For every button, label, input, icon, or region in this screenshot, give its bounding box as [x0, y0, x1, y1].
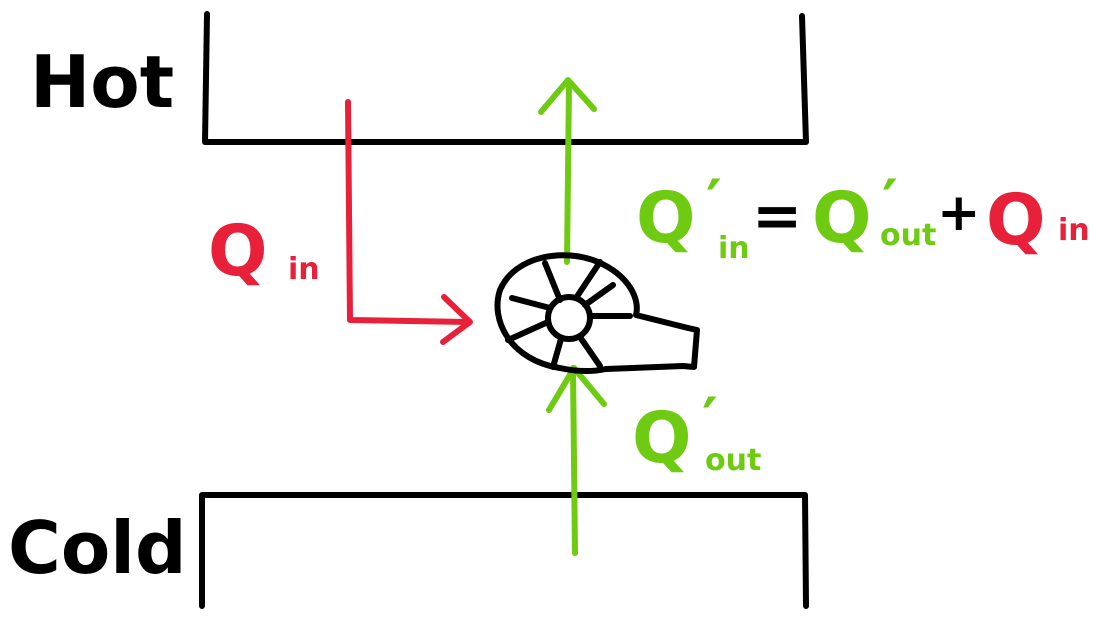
hot-label: Hot: [30, 40, 174, 124]
heat-out-to-hot-arrow: [538, 77, 597, 265]
equation-rhs1-subscript: out: [880, 218, 936, 253]
equation-rhs1-prime: ′: [882, 167, 898, 237]
energy-balance-equation: Q ′ in = Q ′ out + Q in: [636, 167, 1090, 266]
heat-in-arrow: [345, 99, 473, 345]
equation-equals: =: [752, 181, 802, 251]
equation-rhs1-symbol: Q: [812, 177, 872, 259]
equation-plus: +: [937, 183, 981, 243]
heat-pump-icon: [494, 252, 700, 375]
heat-in-subscript: in: [288, 252, 320, 287]
equation-rhs2-symbol: Q: [986, 179, 1046, 261]
cold-reservoir: [199, 492, 809, 609]
heat-out-prime: ′: [702, 385, 718, 455]
heat-out-subscript: out: [705, 443, 761, 478]
equation-lhs-subscript: in: [718, 231, 750, 266]
equation-lhs-prime: ′: [706, 167, 722, 237]
heat-out-symbol: Q: [632, 397, 692, 479]
heat-out-label: Q ′ out: [632, 385, 761, 479]
equation-rhs2-subscript: in: [1058, 213, 1090, 248]
cold-label: Cold: [8, 506, 187, 590]
equation-lhs-symbol: Q: [636, 177, 696, 259]
heat-in-label: Q in: [208, 210, 320, 292]
heat-in-symbol: Q: [208, 210, 268, 292]
hot-reservoir: [202, 11, 809, 145]
heat-from-cold-arrow: [546, 365, 607, 556]
